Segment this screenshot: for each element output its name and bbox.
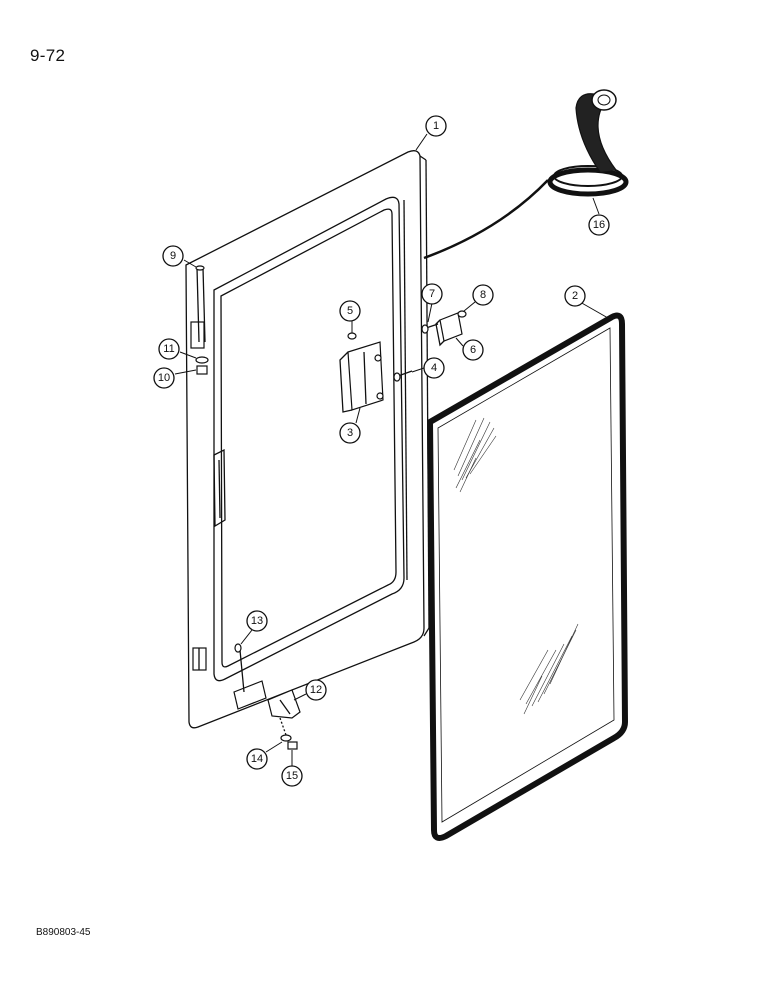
callout-11: 11 [158,338,180,360]
screw-part-4 [393,370,413,382]
callout-15: 15 [281,765,303,787]
striker-plate-part-6 [421,310,467,347]
svg-text:3: 3 [347,427,353,439]
page-number: 9-72 [30,46,66,65]
svg-text:2: 2 [572,290,578,302]
leader-14 [265,741,283,753]
leader-10 [174,369,197,375]
leader-3 [355,407,361,424]
hinge-lower [192,647,207,671]
glass-panel-part-2 [426,312,629,841]
callout-10: 10 [153,367,175,389]
callout-7: 7 [421,283,443,305]
leader-9 [183,259,197,268]
callout-12: 12 [305,679,327,701]
callout-6: 6 [462,339,484,361]
callout-5: 5 [339,300,361,322]
leader-2 [579,301,609,319]
leader-11 [179,351,197,359]
leader-4 [411,367,425,373]
svg-text:4: 4 [431,362,437,374]
svg-text:9: 9 [170,250,176,262]
svg-text:14: 14 [251,753,263,765]
leader-1 [415,133,428,151]
svg-text:10: 10 [158,372,170,384]
leader-6 [455,337,464,347]
latch-bracket-part-3 [339,332,384,413]
callout-13: 13 [246,610,268,632]
leader-16 [592,197,600,215]
svg-text:6: 6 [470,344,476,356]
svg-text:11: 11 [163,343,174,355]
figure-code: B890803-45 [36,927,91,938]
svg-text:15: 15 [286,770,298,782]
svg-text:13: 13 [251,615,263,627]
bottom-latch [233,643,301,750]
svg-text:16: 16 [593,219,605,231]
callout-1: 1 [425,115,447,137]
leader-12 [293,693,307,701]
washer-part-11 [195,356,209,364]
door-frame [185,150,430,729]
callout-16: 16 [588,214,610,236]
svg-text:5: 5 [347,305,353,317]
leader-7 [427,302,433,323]
callout-14: 14 [246,748,268,770]
callout-4: 4 [423,357,445,379]
svg-text:7: 7 [429,288,435,300]
svg-text:12: 12 [310,684,322,696]
svg-text:1: 1 [433,120,439,132]
leader-8 [463,301,476,312]
callout-8: 8 [472,284,494,306]
leader-13 [240,629,253,645]
callout-9: 9 [162,245,184,267]
hinge-upper [190,265,206,349]
callout-3: 3 [339,422,361,444]
callout-2: 2 [564,285,586,307]
nut-part-10 [196,365,208,375]
svg-text:8: 8 [480,289,486,301]
weatherstrip-part-16 [423,89,629,260]
